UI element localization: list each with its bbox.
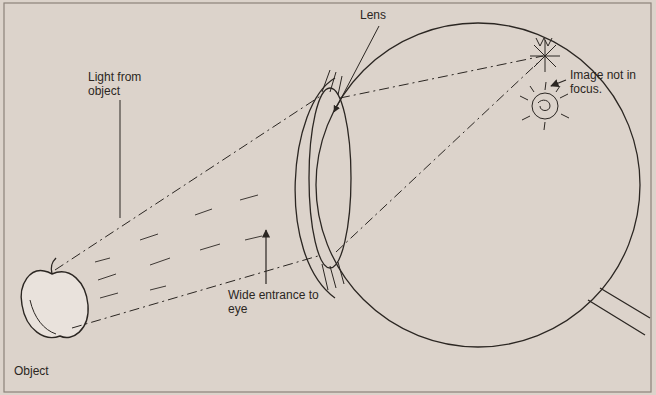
- blurred-image: [520, 38, 569, 130]
- leader-line: [334, 26, 379, 112]
- leader-line: [120, 100, 121, 218]
- label-holder: Light from object: [88, 70, 158, 98]
- label-holder: Object: [14, 364, 84, 378]
- label-holder: Image not in focus.: [570, 68, 646, 96]
- label-holder: Lens: [360, 8, 420, 22]
- optic-nerve: [588, 288, 650, 335]
- light-ray: [340, 56, 543, 98]
- part-label: Light from object: [88, 70, 158, 98]
- frame: [4, 3, 651, 392]
- light-ray: [336, 58, 543, 252]
- leader-arrow: [551, 80, 566, 86]
- part-label: Lens: [360, 8, 420, 22]
- label-holder: Wide entrance to eye: [228, 288, 323, 316]
- lens: [309, 88, 351, 268]
- apple: [21, 258, 88, 338]
- cornea: [295, 78, 335, 298]
- ciliary-muscle: [322, 70, 344, 290]
- part-label: Wide entrance to eye: [228, 288, 323, 316]
- object-label: Object: [14, 364, 84, 378]
- light-ray: [55, 95, 322, 270]
- part-label: Image not in focus.: [570, 68, 646, 96]
- leader-arrow: [265, 230, 266, 284]
